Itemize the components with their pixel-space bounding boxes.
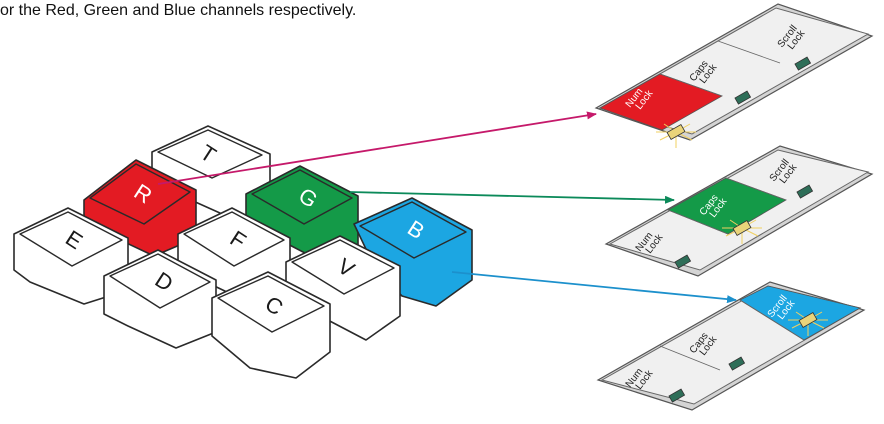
key-t: T	[151, 125, 271, 223]
key-c-top	[217, 275, 325, 333]
key-f-top	[183, 211, 285, 267]
caption-text: or the Red, Green and Blue channels resp…	[0, 2, 357, 19]
key-t-top	[157, 129, 263, 179]
panel-green-caps-led	[732, 219, 752, 237]
panel-red-divider-2	[717, 40, 781, 64]
arrow-red-to-num-lock	[157, 111, 597, 185]
arrow-blue-to-scroll-lock	[451, 271, 737, 304]
key-d: D	[103, 249, 217, 349]
key-c: C	[211, 271, 331, 379]
key-d-top	[109, 253, 211, 309]
key-g: G	[245, 165, 359, 265]
key-b: B	[353, 197, 473, 307]
led-panel-blue: Num Lock Caps Lock Scroll Lock	[596, 281, 866, 411]
key-e-top	[19, 211, 123, 267]
arrow-green-to-caps-lock	[349, 191, 675, 204]
led-panel-green: Num Lock Caps Lock Scroll Lock	[604, 145, 874, 277]
panel-blue-scroll-led	[798, 311, 818, 329]
panel-green-divider-2	[725, 177, 787, 201]
led-panel-red: Num Lock Caps Lock Scroll Lock	[594, 3, 874, 148]
panel-blue-divider-2	[739, 299, 805, 341]
key-g-top	[251, 169, 353, 225]
panel-green-num-led	[674, 254, 692, 269]
key-v-top	[291, 239, 395, 295]
panel-red-num-led	[666, 123, 686, 141]
key-e: E	[13, 207, 129, 305]
panel-green-scroll-led	[796, 184, 814, 199]
panel-blue-divider-1	[659, 345, 721, 371]
panel-blue-num-led	[668, 388, 686, 403]
panel-green-divider-1	[667, 209, 729, 235]
panel-blue-caps-led	[728, 356, 746, 371]
panel-red-scroll-led	[794, 56, 812, 71]
key-r-top	[89, 163, 191, 225]
key-b-top	[359, 201, 467, 259]
panel-red-divider-1	[659, 73, 723, 97]
panel-red-caps-led	[734, 90, 752, 105]
